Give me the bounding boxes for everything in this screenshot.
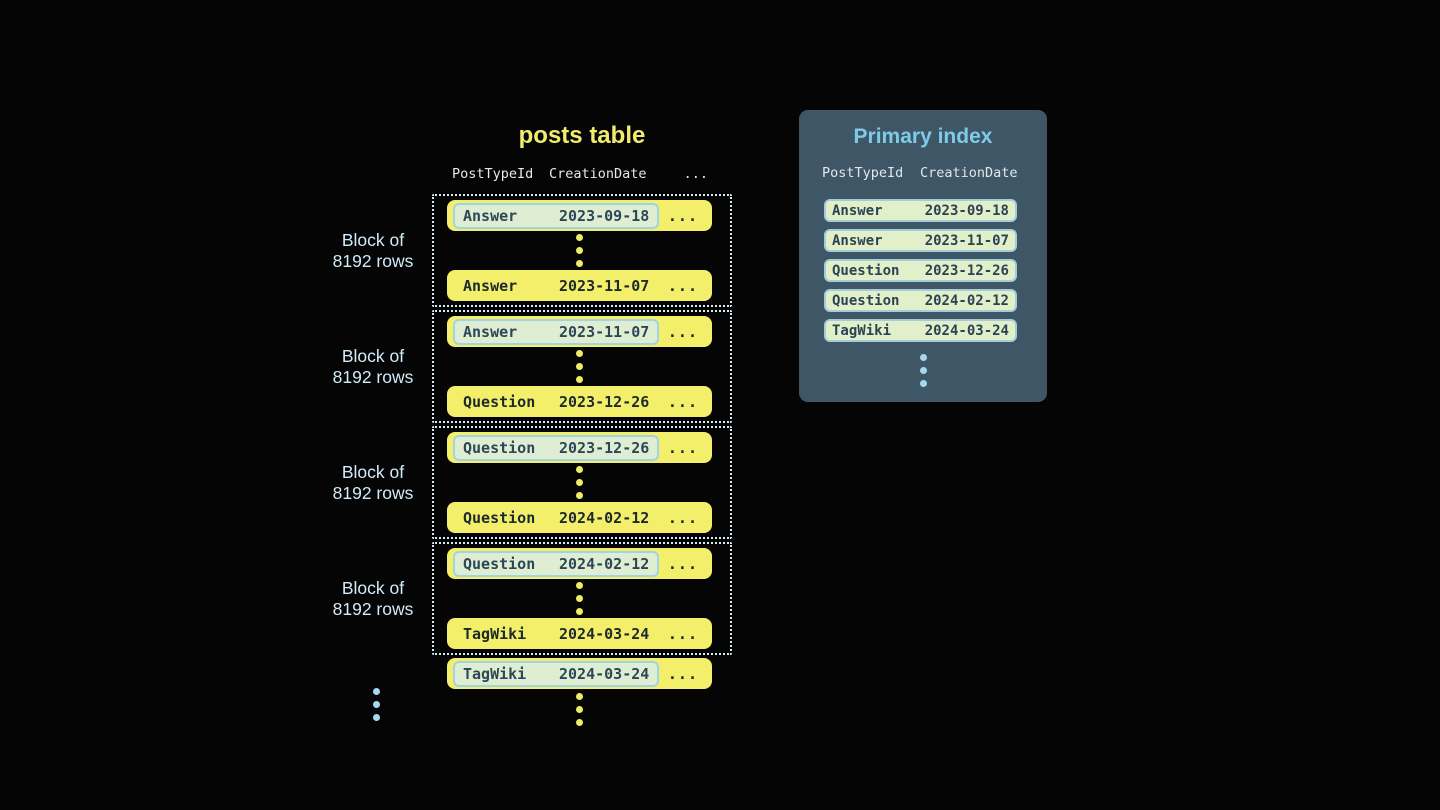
more-columns-cell: ... (667, 664, 698, 683)
table-row-first: Question 2024-02-12 ... (447, 548, 712, 579)
index-header-posttypeid: PostTypeId (822, 165, 904, 181)
block-label-line2: 8192 rows (332, 366, 414, 387)
table-row-last: Question 2023-12-26 ... (447, 386, 712, 417)
table-row-last: TagWiki 2024-03-24 ... (447, 618, 712, 649)
row-cells: Question 2024-02-12 (453, 505, 659, 531)
post-type-cell: Answer (463, 276, 518, 295)
ellipsis-dots-blue (369, 688, 383, 721)
index-type-cell: Answer (832, 232, 883, 249)
block-2-size-label: Block of 8192 rows (322, 346, 424, 388)
primary-index-header: PostTypeId CreationDate (799, 165, 1047, 181)
post-type-cell: Answer (463, 322, 518, 341)
ellipsis-dots-yellow (447, 693, 712, 726)
more-columns-cell: ... (667, 508, 698, 527)
more-columns-cell: ... (667, 276, 698, 295)
more-columns-cell: ... (667, 206, 698, 225)
block-label-line2: 8192 rows (332, 250, 414, 271)
header-col-more: ... (683, 166, 708, 182)
post-type-cell: Question (463, 508, 536, 527)
post-type-cell: Question (463, 554, 536, 573)
index-type-cell: Question (832, 292, 900, 309)
post-type-cell: TagWiki (463, 624, 527, 643)
key-highlight: Answer 2023-11-07 (453, 318, 660, 345)
index-date-cell: 2024-02-12 (924, 292, 1009, 309)
post-type-cell: TagWiki (463, 664, 527, 683)
block-2: Block of 8192 rows Answer 2023-11-07 ...… (333, 310, 732, 423)
block-4: Block of 8192 rows Question 2024-02-12 .… (333, 542, 732, 655)
block-label-line2: 8192 rows (332, 598, 414, 619)
index-type-cell: Answer (832, 202, 883, 219)
ellipsis-dots-yellow (447, 466, 712, 499)
primary-index-rows: Answer 2023-09-18 Answer 2023-11-07 Ques… (824, 199, 1017, 342)
creation-date-cell: 2023-11-07 (559, 276, 650, 295)
more-columns-cell: ... (667, 624, 698, 643)
creation-date-cell: 2024-03-24 (559, 624, 650, 643)
more-columns-cell: ... (667, 554, 698, 573)
index-header-creationdate: CreationDate (920, 165, 1018, 181)
key-highlight: Question 2024-02-12 (453, 550, 660, 577)
block-3-size-label: Block of 8192 rows (322, 462, 424, 504)
block-1-size-label: Block of 8192 rows (322, 230, 424, 272)
block-label-line1: Block of (341, 229, 405, 250)
table-row-first: Answer 2023-09-18 ... (447, 200, 712, 231)
row-cells: Question 2023-12-26 (453, 389, 659, 415)
table-row-last: Answer 2023-11-07 ... (447, 270, 712, 301)
primary-index-title: Primary index (853, 125, 993, 148)
creation-date-cell: 2023-12-26 (559, 438, 650, 457)
primary-index-panel: Primary index PostTypeId CreationDate An… (799, 110, 1047, 402)
block-label-line1: Block of (341, 577, 405, 598)
posts-table-header: PostTypeId CreationDate ... (433, 166, 732, 182)
key-highlight: TagWiki 2024-03-24 (453, 660, 660, 687)
creation-date-cell: 2024-02-12 (559, 554, 650, 573)
ellipsis-dots-yellow (447, 234, 712, 267)
creation-date-cell: 2024-03-24 (559, 664, 650, 683)
index-row: Question 2024-02-12 (824, 289, 1017, 312)
block-4-size-label: Block of 8192 rows (322, 578, 424, 620)
key-highlight: Question 2023-12-26 (453, 434, 660, 461)
index-date-cell: 2024-03-24 (924, 322, 1009, 339)
ellipsis-dots-blue (799, 354, 1047, 387)
post-type-cell: Answer (463, 206, 518, 225)
table-row-first: Question 2023-12-26 ... (447, 432, 712, 463)
block-3: Block of 8192 rows Question 2023-12-26 .… (333, 426, 732, 539)
index-date-cell: 2023-11-07 (924, 232, 1009, 249)
posts-table-blocks: Block of 8192 rows Answer 2023-09-18 ...… (333, 194, 732, 729)
index-row: TagWiki 2024-03-24 (824, 319, 1017, 342)
post-type-cell: Question (463, 438, 536, 457)
creation-date-cell: 2024-02-12 (559, 508, 650, 527)
header-col-creationdate: CreationDate (549, 166, 647, 182)
index-row: Question 2023-12-26 (824, 259, 1017, 282)
ellipsis-dots-yellow (447, 582, 712, 615)
block-1: Block of 8192 rows Answer 2023-09-18 ...… (333, 194, 732, 307)
post-type-cell: Question (463, 392, 536, 411)
block-label-line1: Block of (341, 461, 405, 482)
index-type-cell: TagWiki (832, 322, 892, 339)
ellipsis-dots-yellow (447, 350, 712, 383)
more-columns-cell: ... (667, 438, 698, 457)
block-label-line1: Block of (341, 345, 405, 366)
block-label-line2: 8192 rows (332, 482, 414, 503)
index-date-cell: 2023-09-18 (924, 202, 1009, 219)
table-row-next-block: TagWiki 2024-03-24 ... (447, 658, 712, 689)
creation-date-cell: 2023-09-18 (559, 206, 650, 225)
creation-date-cell: 2023-12-26 (559, 392, 650, 411)
table-row-first: Answer 2023-11-07 ... (447, 316, 712, 347)
posts-table-title: posts table (518, 122, 646, 149)
row-cells: TagWiki 2024-03-24 (453, 621, 659, 647)
more-columns-cell: ... (667, 322, 698, 341)
index-row: Answer 2023-11-07 (824, 229, 1017, 252)
index-row: Answer 2023-09-18 (824, 199, 1017, 222)
index-date-cell: 2023-12-26 (924, 262, 1009, 279)
key-highlight: Answer 2023-09-18 (453, 202, 660, 229)
more-columns-cell: ... (667, 392, 698, 411)
index-type-cell: Question (832, 262, 900, 279)
creation-date-cell: 2023-11-07 (559, 322, 650, 341)
header-col-posttypeid: PostTypeId (452, 166, 534, 182)
row-cells: Answer 2023-11-07 (453, 273, 659, 299)
table-row-last: Question 2024-02-12 ... (447, 502, 712, 533)
